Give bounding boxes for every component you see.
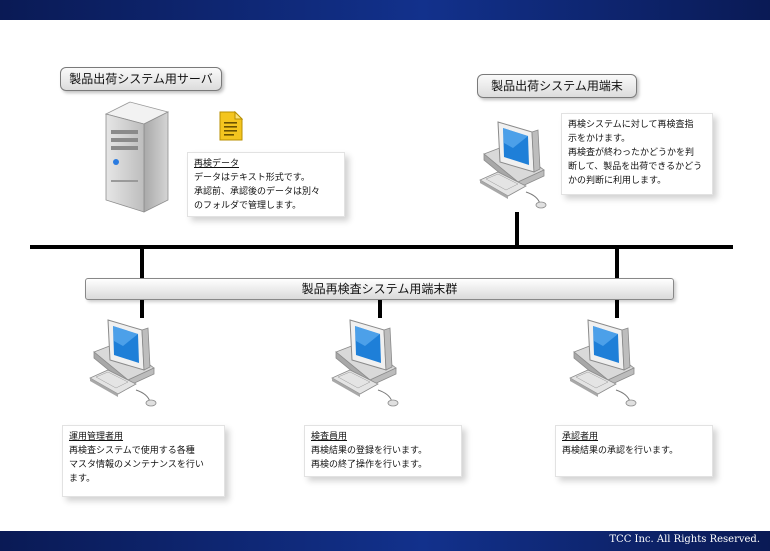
admin-client-note: 運用管理者用 再検査システムで使用する各種 マスタ情報のメンテナンスを行い ます… — [62, 425, 225, 497]
inspector-client-note-title: 検査員用 — [311, 432, 348, 442]
top-banner — [0, 0, 770, 20]
computer-icon — [479, 121, 547, 209]
network-backbone-line — [30, 245, 733, 249]
network-drop-line — [378, 298, 382, 318]
computer-icon — [569, 319, 637, 407]
inspector-client-note-body: 再検結果の登録を行います。 再検の終了操作を行います。 — [311, 446, 428, 470]
network-drop-line — [140, 247, 144, 278]
shipping-terminal-note-body: 再検システムに対して再検査指 示をかけます。 再検査が終わったかどうかを判 断し… — [568, 120, 703, 186]
computer-icon — [331, 319, 399, 407]
bottom-banner: TCC Inc. All Rights Reserved. — [0, 531, 770, 551]
inspector-client-note: 検査員用 再検結果の登録を行います。 再検の終了操作を行います。 — [304, 425, 462, 477]
network-drop-line — [140, 298, 144, 318]
copyright-text: TCC Inc. All Rights Reserved. — [609, 534, 760, 545]
network-drop-line — [615, 298, 619, 318]
admin-client-note-title: 運用管理者用 — [69, 432, 124, 442]
network-drop-line — [515, 212, 519, 247]
server-data-note-body: データはテキスト形式です。 承認前、承認後のデータは別々 のフォルダで管理します… — [194, 173, 321, 211]
shipping-terminal-note: 再検システムに対して再検査指 示をかけます。 再検査が終わったかどうかを判 断し… — [561, 113, 713, 195]
approver-client-note: 承認者用 再検結果の承認を行います。 — [555, 425, 713, 477]
server-tower-icon — [104, 101, 170, 213]
shipping-terminal-label: 製品出荷システム用端末 — [477, 74, 637, 98]
server-data-note-title: 再検データ — [194, 159, 240, 169]
computer-icon — [89, 319, 157, 407]
approver-client-note-body: 再検結果の承認を行います。 — [562, 446, 679, 456]
terminal-group-bar: 製品再検査システム用端末群 — [85, 278, 674, 300]
server-label: 製品出荷システム用サーバ — [60, 67, 222, 91]
file-document-icon — [219, 111, 243, 141]
approver-client-note-title: 承認者用 — [562, 432, 599, 442]
network-drop-line — [615, 247, 619, 278]
server-data-note: 再検データ データはテキスト形式です。 承認前、承認後のデータは別々 のフォルダ… — [187, 152, 345, 217]
admin-client-note-body: 再検査システムで使用する各種 マスタ情報のメンテナンスを行い ます。 — [69, 446, 204, 484]
